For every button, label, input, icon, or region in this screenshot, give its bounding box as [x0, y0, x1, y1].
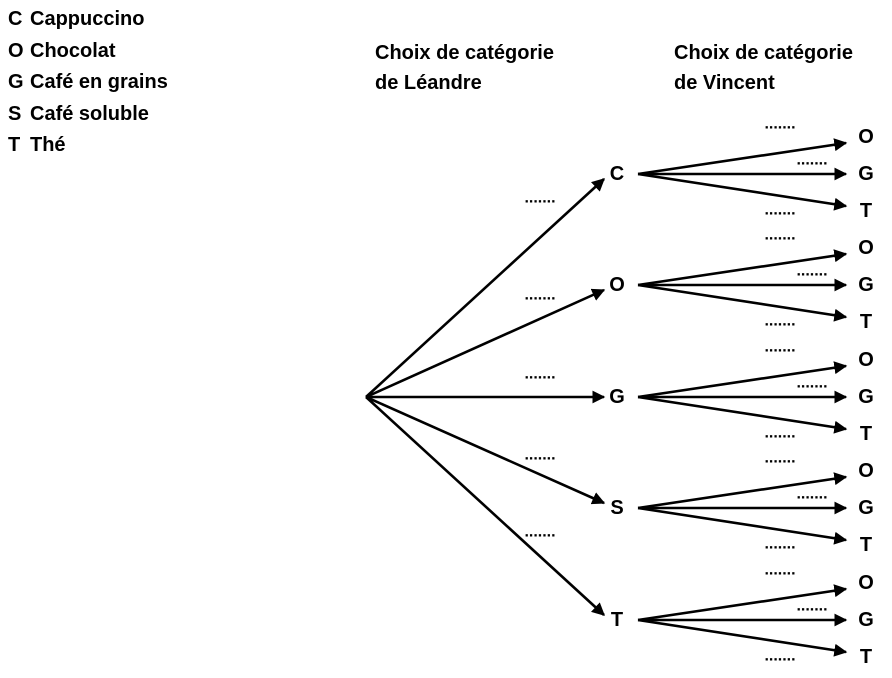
probability-blank[interactable]: .......: [796, 152, 827, 169]
probability-blank[interactable]: .......: [764, 202, 795, 219]
branch-o-o: [637, 249, 848, 287]
node-s-o[interactable]: O: [858, 460, 874, 482]
node-t[interactable]: T: [611, 609, 623, 631]
node-o[interactable]: O: [609, 274, 625, 296]
branch-o: [365, 288, 606, 399]
probability-blank[interactable]: .......: [524, 366, 555, 383]
probability-blank[interactable]: .......: [764, 536, 795, 553]
node-t-o[interactable]: O: [858, 572, 874, 594]
node-s[interactable]: S: [610, 497, 623, 519]
node-t-t[interactable]: T: [860, 646, 872, 668]
branch-c-o: [637, 138, 848, 176]
branch-c-t: [637, 172, 848, 211]
probability-blank[interactable]: .......: [764, 648, 795, 665]
node-t-g[interactable]: G: [858, 609, 874, 631]
probability-blank[interactable]: .......: [796, 486, 827, 503]
branch-t: [365, 396, 605, 616]
node-s-t[interactable]: T: [860, 534, 872, 556]
probability-blank[interactable]: .......: [524, 190, 555, 207]
probability-blank[interactable]: .......: [796, 375, 827, 392]
node-c-o[interactable]: O: [858, 126, 874, 148]
probability-blank[interactable]: .......: [764, 425, 795, 442]
node-g[interactable]: G: [609, 386, 625, 408]
node-c-g[interactable]: G: [858, 163, 874, 185]
branch-c: [365, 178, 605, 398]
header-vincent: Choix de catégorie de Vincent: [674, 42, 853, 94]
probability-blank[interactable]: .......: [524, 524, 555, 541]
node-g-g[interactable]: G: [858, 386, 874, 408]
branch-g-t: [637, 395, 848, 434]
probability-blank[interactable]: .......: [524, 287, 555, 304]
node-o-t[interactable]: T: [860, 311, 872, 333]
probability-blank[interactable]: .......: [764, 339, 795, 356]
node-o-o[interactable]: O: [858, 237, 874, 259]
branch-s-o: [637, 472, 848, 510]
probability-blank[interactable]: .......: [764, 227, 795, 244]
node-s-g[interactable]: G: [858, 497, 874, 519]
branch-t-t: [637, 618, 848, 657]
probability-blank[interactable]: .......: [764, 116, 795, 133]
probability-blank[interactable]: .......: [796, 263, 827, 280]
branch-s: [365, 395, 606, 505]
probability-blank[interactable]: .......: [524, 447, 555, 464]
probability-blank[interactable]: .......: [796, 598, 827, 615]
branch-t-o: [637, 584, 848, 622]
probability-blank[interactable]: .......: [764, 562, 795, 579]
header-leandre: Choix de catégorie de Léandre: [375, 42, 554, 94]
probability-blank[interactable]: .......: [764, 450, 795, 467]
node-o-g[interactable]: G: [858, 274, 874, 296]
branch-s-t: [637, 506, 848, 545]
probability-blank[interactable]: .......: [764, 313, 795, 330]
node-g-t[interactable]: T: [860, 423, 872, 445]
branch-g-o: [637, 361, 848, 399]
node-c-t[interactable]: T: [860, 200, 872, 222]
branch-o-t: [637, 283, 848, 322]
node-c[interactable]: C: [610, 163, 624, 185]
node-g-o[interactable]: O: [858, 349, 874, 371]
